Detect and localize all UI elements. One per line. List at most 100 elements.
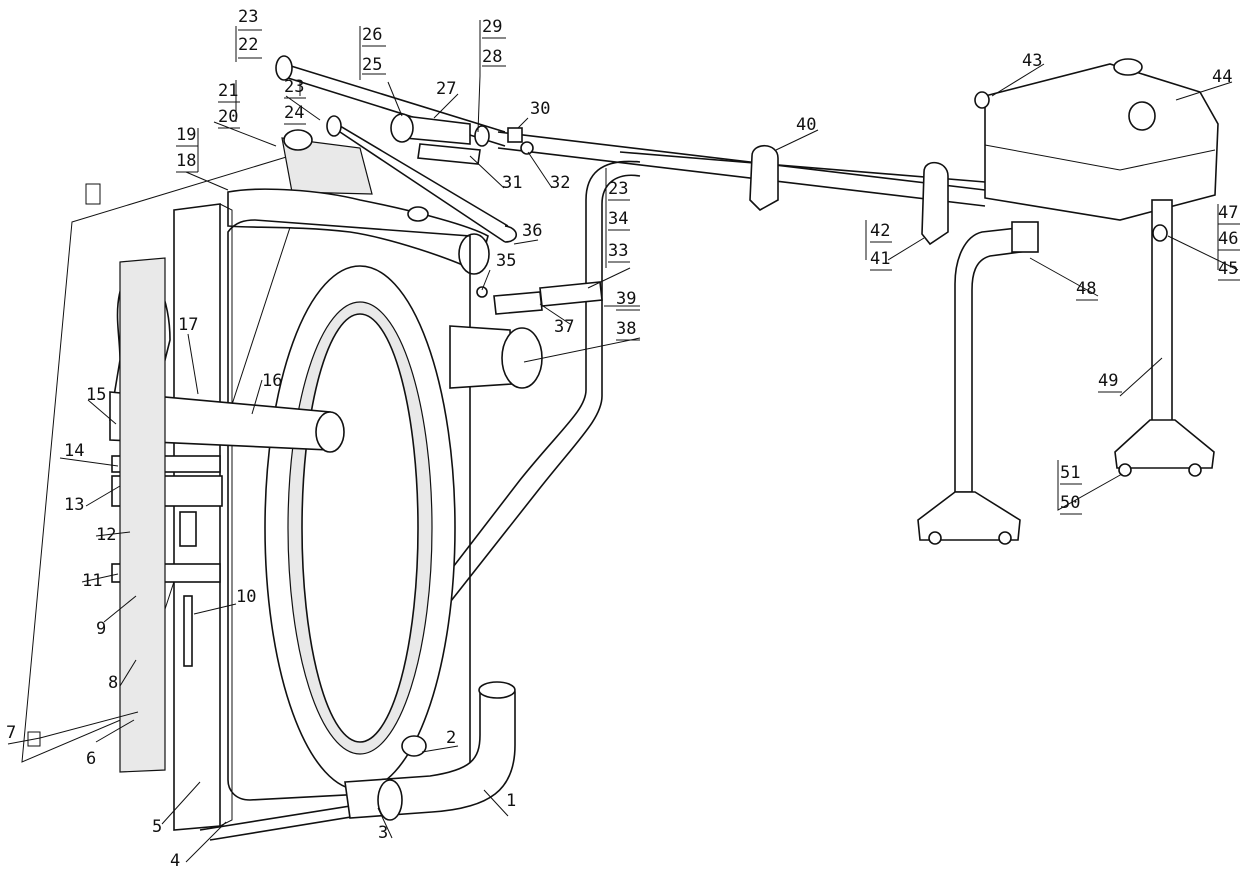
callout-1: 1: [506, 791, 516, 811]
tank-filler-cap: [1113, 58, 1143, 76]
support-clamp-48: [1011, 221, 1039, 253]
hose-clamp-36: [407, 206, 429, 222]
callout-12: 12: [96, 525, 116, 545]
callout-23b: 23: [284, 77, 304, 97]
callout-23a: 23: [238, 7, 258, 27]
pipe-clamp-22: [275, 55, 293, 81]
callout-31: 31: [502, 173, 522, 193]
callout-46: 46: [1218, 229, 1238, 249]
lower-hose-inlet: [478, 681, 516, 699]
intercooler-tank-6: [119, 257, 166, 773]
plate-tab-top: [85, 183, 101, 205]
upper-hose-outlet: [458, 233, 490, 275]
callout-25: 25: [362, 55, 382, 75]
bolt-51b: [1188, 463, 1202, 477]
callout-15: 15: [86, 385, 106, 405]
valve-body-27: [404, 115, 471, 145]
callout-4: 4: [170, 851, 180, 871]
callout-13: 13: [64, 495, 84, 515]
callout-34: 34: [608, 209, 628, 229]
callout-23c: 23: [608, 179, 628, 199]
callout-dividers: [176, 29, 1240, 515]
callout-5: 5: [152, 817, 162, 837]
fan-opening: [301, 313, 419, 743]
callout-20: 20: [218, 107, 238, 127]
callout-10: 10: [236, 587, 256, 607]
pipe-clamp-26: [390, 113, 414, 143]
hose-clamp-2: [401, 735, 427, 757]
callout-44: 44: [1212, 67, 1232, 87]
bolt-51: [1118, 463, 1132, 477]
tank-sight-glass: [1128, 101, 1156, 131]
callout-9: 9: [96, 619, 106, 639]
support-base-left: [917, 491, 1021, 541]
support-pipe-left: [954, 225, 1037, 493]
callout-51: 51: [1060, 463, 1080, 483]
pipe-clamp-40: [749, 144, 779, 211]
callout-21: 21: [218, 81, 238, 101]
plate-tab-bottom: [27, 731, 41, 747]
clamp-bracket-37: [493, 291, 543, 315]
callout-2: 2: [446, 728, 456, 748]
callout-3: 3: [378, 823, 388, 843]
top-tank: [281, 137, 373, 195]
hose-16-outlet: [315, 411, 345, 453]
pipe-clamp-28: [474, 125, 490, 147]
callout-22: 22: [238, 35, 258, 55]
upper-hose-18: [227, 188, 489, 274]
callout-49: 49: [1098, 371, 1118, 391]
bolt-45: [1152, 224, 1168, 242]
bracket-31: [417, 143, 481, 165]
tank-fitting-43: [974, 91, 990, 109]
callout-8: 8: [108, 673, 118, 693]
callout-38: 38: [616, 319, 636, 339]
callout-37: 37: [554, 317, 574, 337]
expansion-tank-44: [984, 63, 1219, 221]
callout-32: 32: [550, 173, 570, 193]
callout-41: 41: [870, 249, 890, 269]
callout-27: 27: [436, 79, 456, 99]
bolt-50: [928, 531, 942, 545]
support-base-right: [1114, 419, 1215, 469]
callout-42: 42: [870, 221, 890, 241]
callout-26: 26: [362, 25, 382, 45]
bolt-50b: [998, 531, 1012, 545]
callout-39: 39: [616, 289, 636, 309]
callout-35: 35: [496, 251, 516, 271]
callout-45: 45: [1218, 259, 1238, 279]
nut-32: [520, 141, 534, 155]
callout-33: 33: [608, 241, 628, 261]
spacer-12b: [179, 511, 197, 547]
callout-6: 6: [86, 749, 96, 769]
pipe-clamp-24: [326, 115, 342, 137]
callout-14: 14: [64, 441, 84, 461]
charge-pipe-outlet: [501, 327, 543, 389]
callout-36: 36: [522, 221, 542, 241]
hose-clamp-3: [377, 779, 403, 821]
bolt-35: [476, 286, 488, 298]
hose-20: [283, 129, 313, 151]
fitting-30: [507, 127, 523, 143]
bypass-pipe-24: [329, 119, 518, 243]
frame-side-rail-back: [219, 203, 233, 827]
callout-16: 16: [262, 371, 282, 391]
drawing: [21, 55, 1219, 841]
drop-pipe-34: [419, 160, 641, 621]
callout-43: 43: [1022, 51, 1042, 71]
stud-10: [183, 595, 193, 667]
callout-47: 47: [1218, 203, 1238, 223]
callout-50: 50: [1060, 493, 1080, 513]
callout-48: 48: [1076, 279, 1096, 299]
callout-labels: 1 2 3 4 5 6 7 8 9 10 11 12 13 14 15 16 1…: [6, 7, 1238, 871]
tank-seam: [984, 144, 1216, 171]
callout-7: 7: [6, 723, 16, 743]
callout-40: 40: [796, 115, 816, 135]
callout-28: 28: [482, 47, 502, 67]
callout-17: 17: [178, 315, 198, 335]
callout-11: 11: [82, 571, 102, 591]
callout-24: 24: [284, 103, 304, 123]
pipe-clamp-42: [921, 161, 949, 246]
callout-19: 19: [176, 125, 196, 145]
callout-29: 29: [482, 17, 502, 37]
